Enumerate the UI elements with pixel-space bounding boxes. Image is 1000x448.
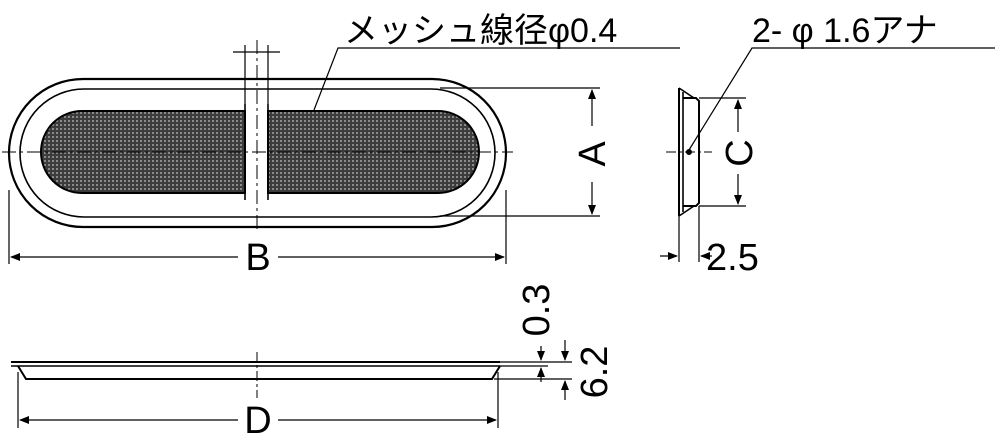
mesh-note: メッシュ線径φ0.4 xyxy=(344,12,617,50)
flange-top-edge xyxy=(678,87,695,99)
profile-view xyxy=(11,340,572,428)
mesh-leader xyxy=(313,47,680,111)
dim-b-label: B xyxy=(245,237,270,279)
dim-depth-label: 2.5 xyxy=(706,237,759,279)
dim-c-label: C xyxy=(719,139,761,166)
hole-note: 2- φ 1.6アナ xyxy=(752,12,938,50)
flange-bottom-edge xyxy=(678,205,695,217)
front-view xyxy=(2,40,680,264)
dim-a-label: A xyxy=(572,141,614,167)
side-view xyxy=(660,47,995,262)
left-mesh-panel xyxy=(40,110,246,194)
dim-d-label: D xyxy=(244,400,271,442)
right-mesh-panel xyxy=(267,110,480,194)
dim-thickness-label: 0.3 xyxy=(516,284,558,337)
hole-leader xyxy=(688,47,995,151)
dim-height-label: 6.2 xyxy=(574,346,616,399)
profile-body xyxy=(17,365,501,380)
mounting-hole-mark xyxy=(686,149,692,155)
